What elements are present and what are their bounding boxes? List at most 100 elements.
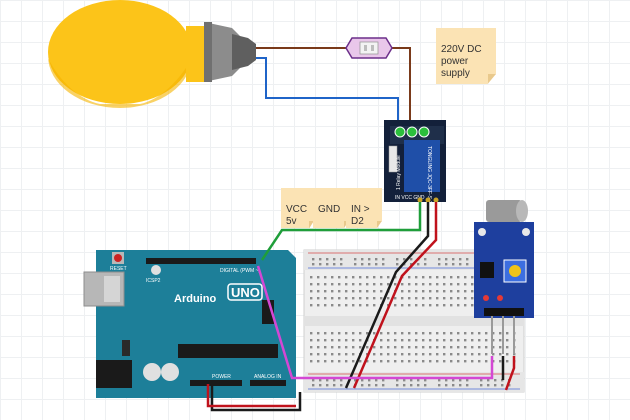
breadboard-hole — [408, 346, 411, 349]
breadboard-hole — [492, 339, 495, 342]
breadboard-hole — [387, 339, 390, 342]
relay-terminal-screw[interactable] — [406, 126, 418, 138]
breadboard-hole — [319, 384, 322, 387]
breadboard-hole — [333, 379, 336, 382]
breadboard-hole — [382, 258, 385, 261]
breadboard-hole — [326, 258, 329, 261]
note-vcc: VCC 5v — [281, 188, 314, 228]
breadboard-hole — [485, 332, 488, 335]
breadboard-hole — [324, 283, 327, 286]
relay-pin-vcc[interactable] — [425, 197, 431, 203]
bulb-base — [232, 34, 256, 70]
breadboard-hole — [471, 346, 474, 349]
breadboard-hole — [338, 304, 341, 307]
sensor-led — [483, 295, 489, 301]
wire-brown-connector-to-relay[interactable] — [386, 47, 411, 128]
breadboard-hole — [394, 353, 397, 356]
breadboard-hole — [513, 353, 516, 356]
wire-green-relay-in-to-d2[interactable] — [260, 202, 422, 261]
breadboard-hole — [403, 384, 406, 387]
breadboard-hole — [361, 263, 364, 266]
relay-pins-text: IN VCC GND — [395, 195, 425, 201]
breadboard-hole — [310, 283, 313, 286]
breadboard-hole — [387, 360, 390, 363]
relay-terminal-screw[interactable] — [394, 126, 406, 138]
breadboard-hole — [403, 379, 406, 382]
wire-red-relay-vcc[interactable] — [352, 202, 438, 389]
relay-terminal-screw[interactable] — [418, 126, 430, 138]
breadboard-hole — [443, 304, 446, 307]
breadboard-hole — [345, 290, 348, 293]
breadboard-hole — [429, 353, 432, 356]
breadboard-hole — [319, 263, 322, 266]
connector-plug — [359, 41, 379, 55]
breadboard-hole — [310, 346, 313, 349]
breadboard-hole — [471, 339, 474, 342]
breadboard-hole — [422, 346, 425, 349]
breadboard-hole — [387, 283, 390, 286]
breadboard-hole — [317, 353, 320, 356]
arduino-brand: Arduino — [174, 293, 216, 305]
breadboard-hole — [436, 346, 439, 349]
relay-pin-gnd[interactable] — [433, 197, 439, 203]
breadboard-hole — [478, 353, 481, 356]
breadboard-hole — [324, 360, 327, 363]
breadboard-hole — [506, 346, 509, 349]
breadboard-hole — [373, 346, 376, 349]
breadboard-hole — [401, 353, 404, 356]
breadboard-hole — [408, 332, 411, 335]
breadboard-hole — [396, 258, 399, 261]
breadboard-hole — [359, 297, 362, 300]
breadboard-hole — [487, 379, 490, 382]
breadboard-hole — [464, 283, 467, 286]
breadboard-hole — [506, 332, 509, 335]
breadboard-hole — [331, 304, 334, 307]
breadboard-hole — [457, 346, 460, 349]
breadboard-hole — [459, 379, 462, 382]
wire-black-relay-gnd[interactable] — [344, 202, 430, 389]
breadboard-hole — [345, 283, 348, 286]
breadboard-hole — [352, 339, 355, 342]
note-vcc-text: VCC 5v — [286, 204, 308, 227]
breadboard-hole — [443, 353, 446, 356]
wire-red-arduino-5v[interactable] — [206, 384, 296, 408]
breadboard-hole — [417, 263, 420, 266]
wire-red-sensor-vcc[interactable] — [504, 356, 516, 391]
analog-header — [250, 380, 286, 386]
potentiometer-knob[interactable] — [509, 265, 521, 277]
breadboard-hole — [401, 346, 404, 349]
breadboard-hole — [438, 379, 441, 382]
breadboard-hole — [424, 379, 427, 382]
breadboard-hole — [487, 384, 490, 387]
breadboard-hole — [396, 263, 399, 266]
breadboard-hole — [366, 297, 369, 300]
wire-magenta-sensor-signal[interactable] — [256, 265, 494, 380]
breadboard-hole — [380, 360, 383, 363]
breadboard-hole — [422, 283, 425, 286]
breadboard-hole — [326, 263, 329, 266]
breadboard-hole — [410, 379, 413, 382]
wire-black-arduino-gnd[interactable] — [210, 384, 302, 412]
breadboard-hole — [324, 353, 327, 356]
breadboard-hole — [429, 360, 432, 363]
relay-diode — [388, 145, 398, 173]
breadboard-hole — [352, 332, 355, 335]
breadboard-hole — [331, 360, 334, 363]
breadboard-hole — [445, 379, 448, 382]
breadboard-hole — [373, 304, 376, 307]
breadboard-hole — [436, 332, 439, 335]
breadboard-hole — [464, 346, 467, 349]
breadboard-hole — [317, 283, 320, 286]
breadboard-hole — [450, 290, 453, 293]
relay-pin-in[interactable] — [417, 197, 423, 203]
bulb-glass — [48, 0, 192, 104]
breadboard-hole — [380, 346, 383, 349]
breadboard-hole — [471, 360, 474, 363]
uno-badge — [227, 283, 263, 301]
breadboard-hole — [499, 332, 502, 335]
reset-button[interactable] — [114, 254, 122, 262]
breadboard-hole — [345, 353, 348, 356]
wire-blue-bulb-to-relay[interactable] — [256, 57, 399, 128]
breadboard-hole — [317, 276, 320, 279]
breadboard-hole — [345, 276, 348, 279]
